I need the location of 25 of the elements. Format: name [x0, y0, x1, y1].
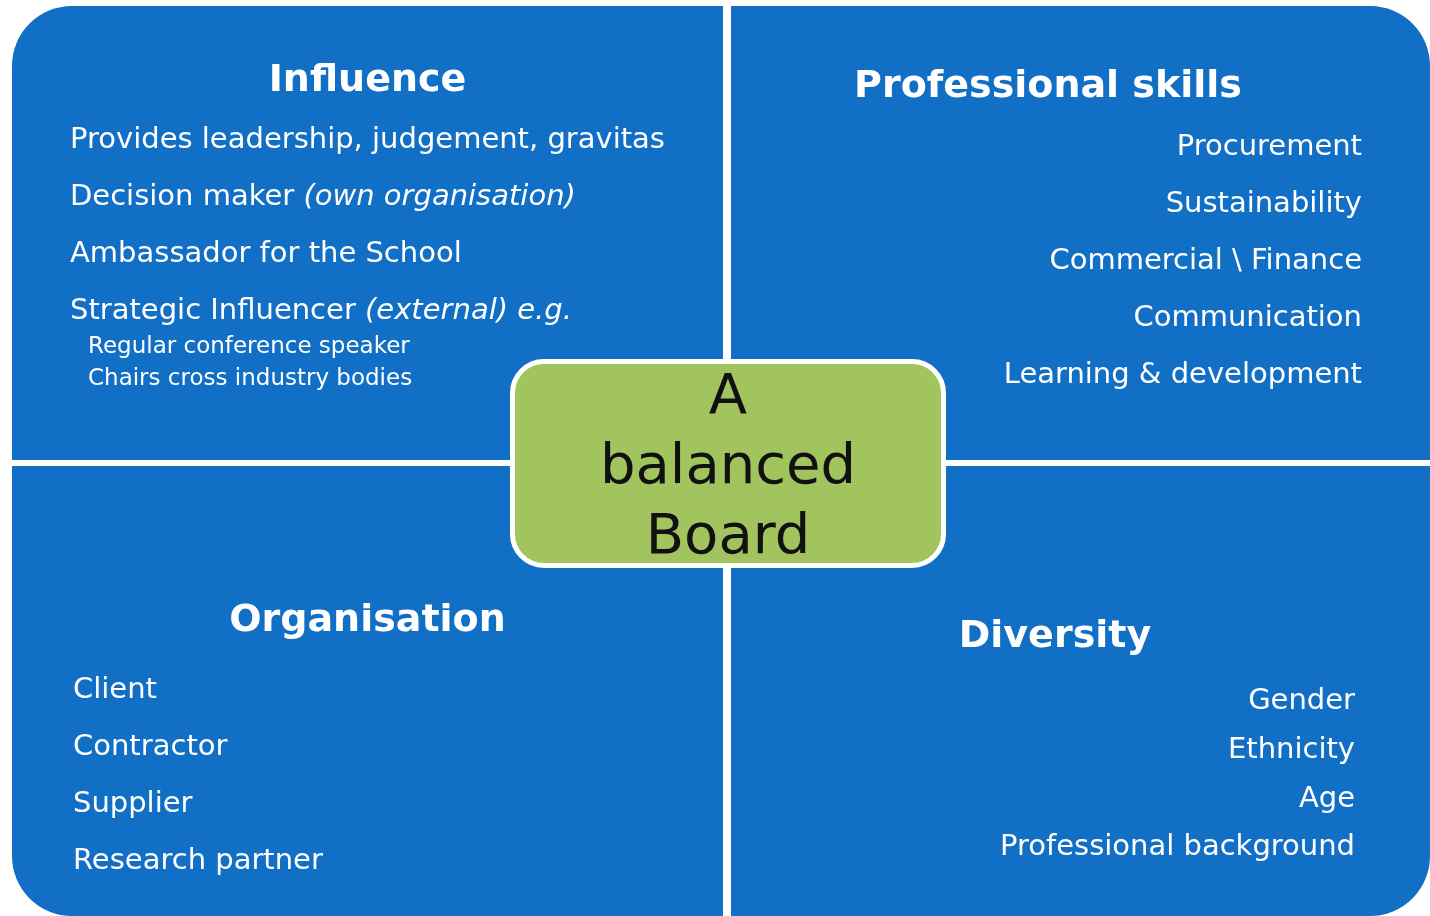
quadrant-heading: Influence	[267, 56, 468, 100]
center-box	[510, 359, 946, 568]
item-text: Ethnicity	[1227, 731, 1355, 765]
item-text: Learning & development	[1003, 356, 1362, 390]
sub-item-text: Chairs cross industry bodies	[88, 364, 413, 390]
item-text: Decision maker (own organisation)	[70, 178, 576, 212]
item-text: Sustainability	[1165, 185, 1362, 219]
item-text: Commercial \ Finance	[1049, 242, 1362, 276]
item-text: Communication	[1133, 299, 1362, 333]
item-text: Contractor	[73, 728, 228, 762]
item-text: Research partner	[73, 842, 323, 876]
item-text: Gender	[1248, 682, 1355, 716]
quadrant-heading: Diversity	[957, 612, 1153, 656]
item-text: Ambassador for the School	[70, 235, 462, 269]
item-text: Client	[73, 671, 157, 705]
item-text: Provides leadership, judgement, gravitas	[70, 121, 665, 155]
sub-item-text: Regular conference speaker	[88, 332, 410, 358]
quadrant-heading: Organisation	[228, 596, 507, 640]
center-title: A balanced Board	[599, 359, 857, 568]
quadrant-heading: Professional skills	[853, 62, 1243, 106]
item-text: Professional background	[999, 828, 1355, 862]
item-text: Procurement	[1176, 128, 1362, 162]
item-text: Age	[1298, 780, 1355, 814]
item-text: Supplier	[73, 785, 193, 819]
item-text: Strategic Influencer (external) e.g.	[70, 292, 572, 326]
